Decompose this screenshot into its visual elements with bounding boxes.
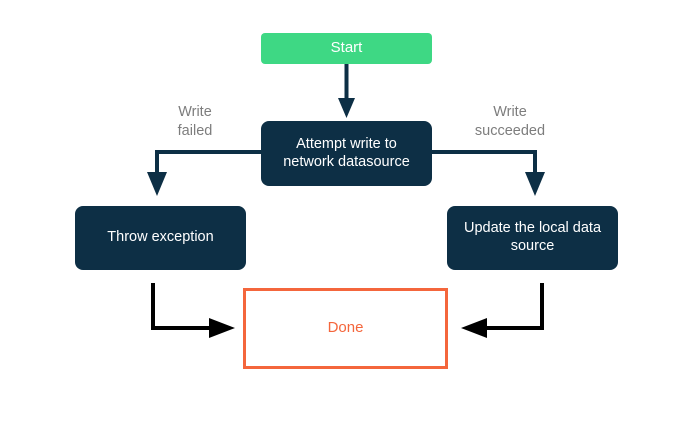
node-throw-exception[interactable]: Throw exception: [75, 206, 246, 270]
node-done[interactable]: Done: [243, 288, 448, 369]
node-attempt-write-label: Attempt write to network datasource: [283, 135, 410, 170]
edge-throw-to-done: [151, 283, 235, 338]
edge-label-write-failed: Write failed: [177, 104, 213, 139]
node-throw-exception-label: Throw exception: [107, 229, 214, 246]
node-start[interactable]: Start: [261, 33, 432, 64]
node-attempt-write[interactable]: Attempt write to network datasource: [261, 121, 432, 186]
edge-attempt-to-throw: [147, 150, 261, 196]
node-start-label: Start: [330, 39, 363, 57]
edge-start-to-attempt: [338, 64, 355, 118]
edge-attempt-to-update: [432, 150, 545, 196]
edge-label-write-succeeded: Write succeeded: [474, 104, 546, 139]
node-update-local-data-source-label: Update the local data source: [463, 220, 602, 254]
edge-update-to-done: [461, 283, 544, 338]
node-done-label: Done: [327, 319, 364, 337]
node-update-local-data-source[interactable]: Update the local data source: [447, 206, 618, 270]
